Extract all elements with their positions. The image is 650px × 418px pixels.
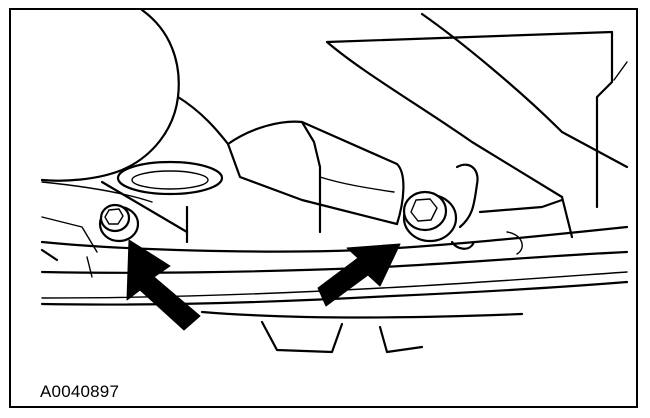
technical-illustration xyxy=(40,10,629,354)
right-bolt xyxy=(402,190,458,243)
figure-id-label: A0040897 xyxy=(40,382,120,401)
right-bracket xyxy=(450,163,564,250)
callout-arrow-left xyxy=(126,239,201,331)
upper-bracket xyxy=(325,12,629,239)
illustration-frame: A0040897 xyxy=(9,8,638,408)
left-bolt xyxy=(98,203,140,243)
oval-port xyxy=(100,160,224,244)
center-block xyxy=(226,120,405,234)
upper-housing xyxy=(40,10,230,203)
callout-arrow-right xyxy=(317,243,401,307)
